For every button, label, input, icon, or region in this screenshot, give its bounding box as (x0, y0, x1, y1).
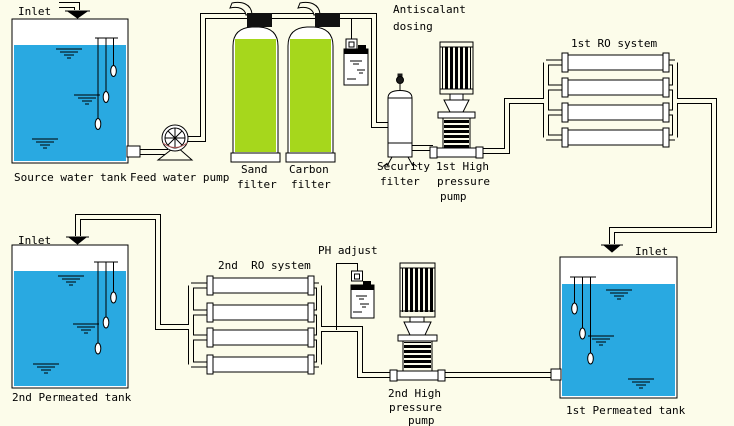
permeated-tank-2-water (14, 271, 126, 386)
inlet-funnel-tank1 (601, 244, 623, 253)
carbon-filter-spout (297, 1, 321, 16)
label-antiscalant-2: dosing (393, 20, 433, 33)
security-filter (382, 73, 418, 167)
ph-adjust-tank (350, 270, 375, 319)
permeated-tank-1-outlet-stub (550, 368, 562, 381)
antiscalant-dosing-tank (343, 38, 369, 86)
sand-filter-valve-head (247, 13, 272, 27)
permeated-tank-1-water (562, 284, 675, 396)
label-security-filter-2: filter (380, 175, 420, 188)
sand-filter (229, 1, 281, 163)
label-carbon-filter-1: Carbon (289, 163, 329, 176)
label-antiscalant-1: Antiscalant (393, 3, 466, 16)
ripples-source (32, 48, 100, 149)
carbon-filter (285, 1, 340, 163)
carbon-filter-valve-head (315, 13, 340, 27)
label-carbon-filter-2: filter (291, 178, 331, 191)
label-inlet-tank2: Inlet (18, 234, 51, 247)
ro-system-1 (561, 52, 670, 148)
label-hp-pump-2-b: pressure (389, 401, 442, 414)
ripples-tank1 (588, 289, 654, 389)
label-sand-filter-2: filter (237, 178, 277, 191)
label-hp-pump-1-b: pressure (437, 175, 490, 188)
permeated-tank-1 (550, 244, 678, 399)
carbon-filter-media (290, 39, 331, 152)
label-hp-pump-1-c: pump (440, 190, 467, 203)
ro-system-2 (206, 275, 315, 375)
inlet-funnel-tank2 (66, 236, 89, 245)
label-hp-pump-2-a: 2nd High (388, 387, 441, 400)
label-inlet-tank1: Inlet (635, 245, 668, 258)
float-switches-source (94, 37, 118, 130)
label-hp-pump-2-c: pump (408, 414, 435, 426)
source-tank-outlet-stub (126, 145, 141, 158)
label-inlet-source: Inlet (18, 5, 51, 18)
label-security-filter-1: Security (377, 160, 430, 173)
label-feed-pump: Feed water pump (130, 171, 229, 184)
feed-water-pump (156, 124, 194, 161)
label-sand-filter-1: Sand (241, 163, 268, 176)
label-ro-system-2: 2nd RO system (218, 259, 311, 272)
float-switches-tank1 (570, 276, 596, 365)
label-ph-adjust: PH adjust (318, 244, 378, 257)
dosing-lines (336, 19, 358, 330)
sand-filter-spout (229, 1, 253, 16)
high-pressure-pump-1 (429, 41, 484, 159)
high-pressure-pump-2 (389, 262, 446, 382)
pump-accent-arc (162, 142, 188, 148)
sand-filter-media (235, 39, 276, 152)
ripples-tank2 (33, 275, 99, 374)
source-water-tank (11, 10, 141, 164)
permeated-tank-2 (11, 236, 129, 389)
source-tank-water (14, 45, 126, 161)
inlet-funnel-source (65, 10, 90, 19)
label-permeated-tank-2: 2nd Permeated tank (12, 391, 132, 404)
label-hp-pump-1-a: 1st High (436, 160, 489, 173)
float-switches-tank2 (94, 261, 118, 355)
label-ro-system-1: 1st RO system (571, 37, 657, 50)
security-filter-valve (396, 76, 404, 84)
label-source-tank: Source water tank (14, 171, 127, 184)
label-permeated-tank-1: 1st Permeated tank (566, 404, 686, 417)
